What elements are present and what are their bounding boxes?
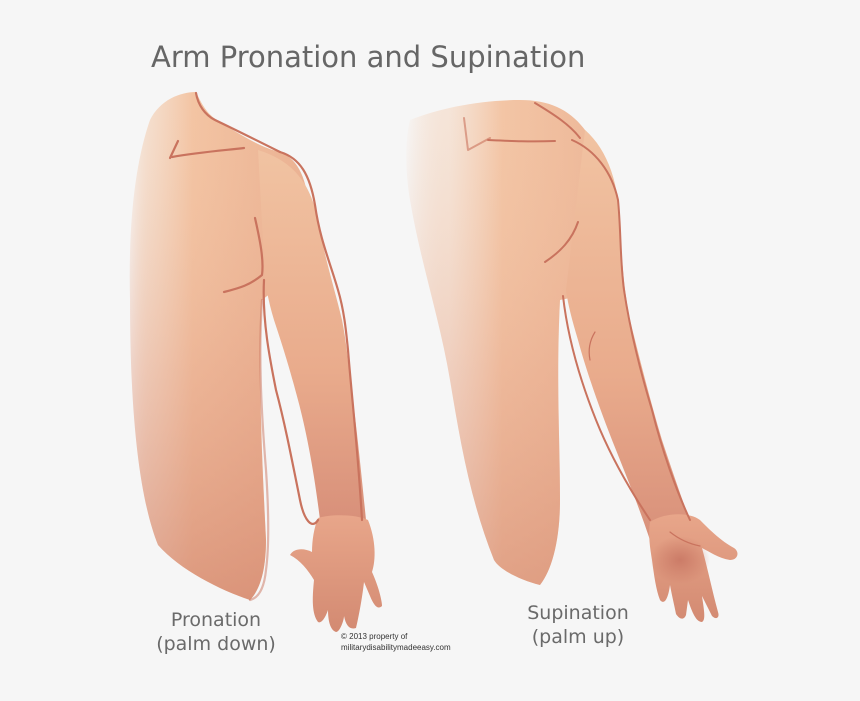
pronation-arm-figure xyxy=(129,91,382,632)
supination-arm-figure xyxy=(406,100,738,622)
copyright-notice: © 2013 property of militarydisabilitymad… xyxy=(341,631,451,653)
copyright-line-1: © 2013 property of xyxy=(341,632,408,641)
pronation-label-subtitle: (palm down) xyxy=(156,633,276,655)
copyright-line-2: militarydisabilitymadeeasy.com xyxy=(341,643,451,652)
diagram-title: Arm Pronation and Supination xyxy=(151,40,586,74)
supination-label: Supination (palm up) xyxy=(520,601,636,649)
supination-label-subtitle: (palm up) xyxy=(531,626,625,648)
pronation-label-title: Pronation xyxy=(170,609,262,631)
supination-label-title: Supination xyxy=(527,602,629,624)
pronation-label: Pronation (palm down) xyxy=(148,608,284,656)
